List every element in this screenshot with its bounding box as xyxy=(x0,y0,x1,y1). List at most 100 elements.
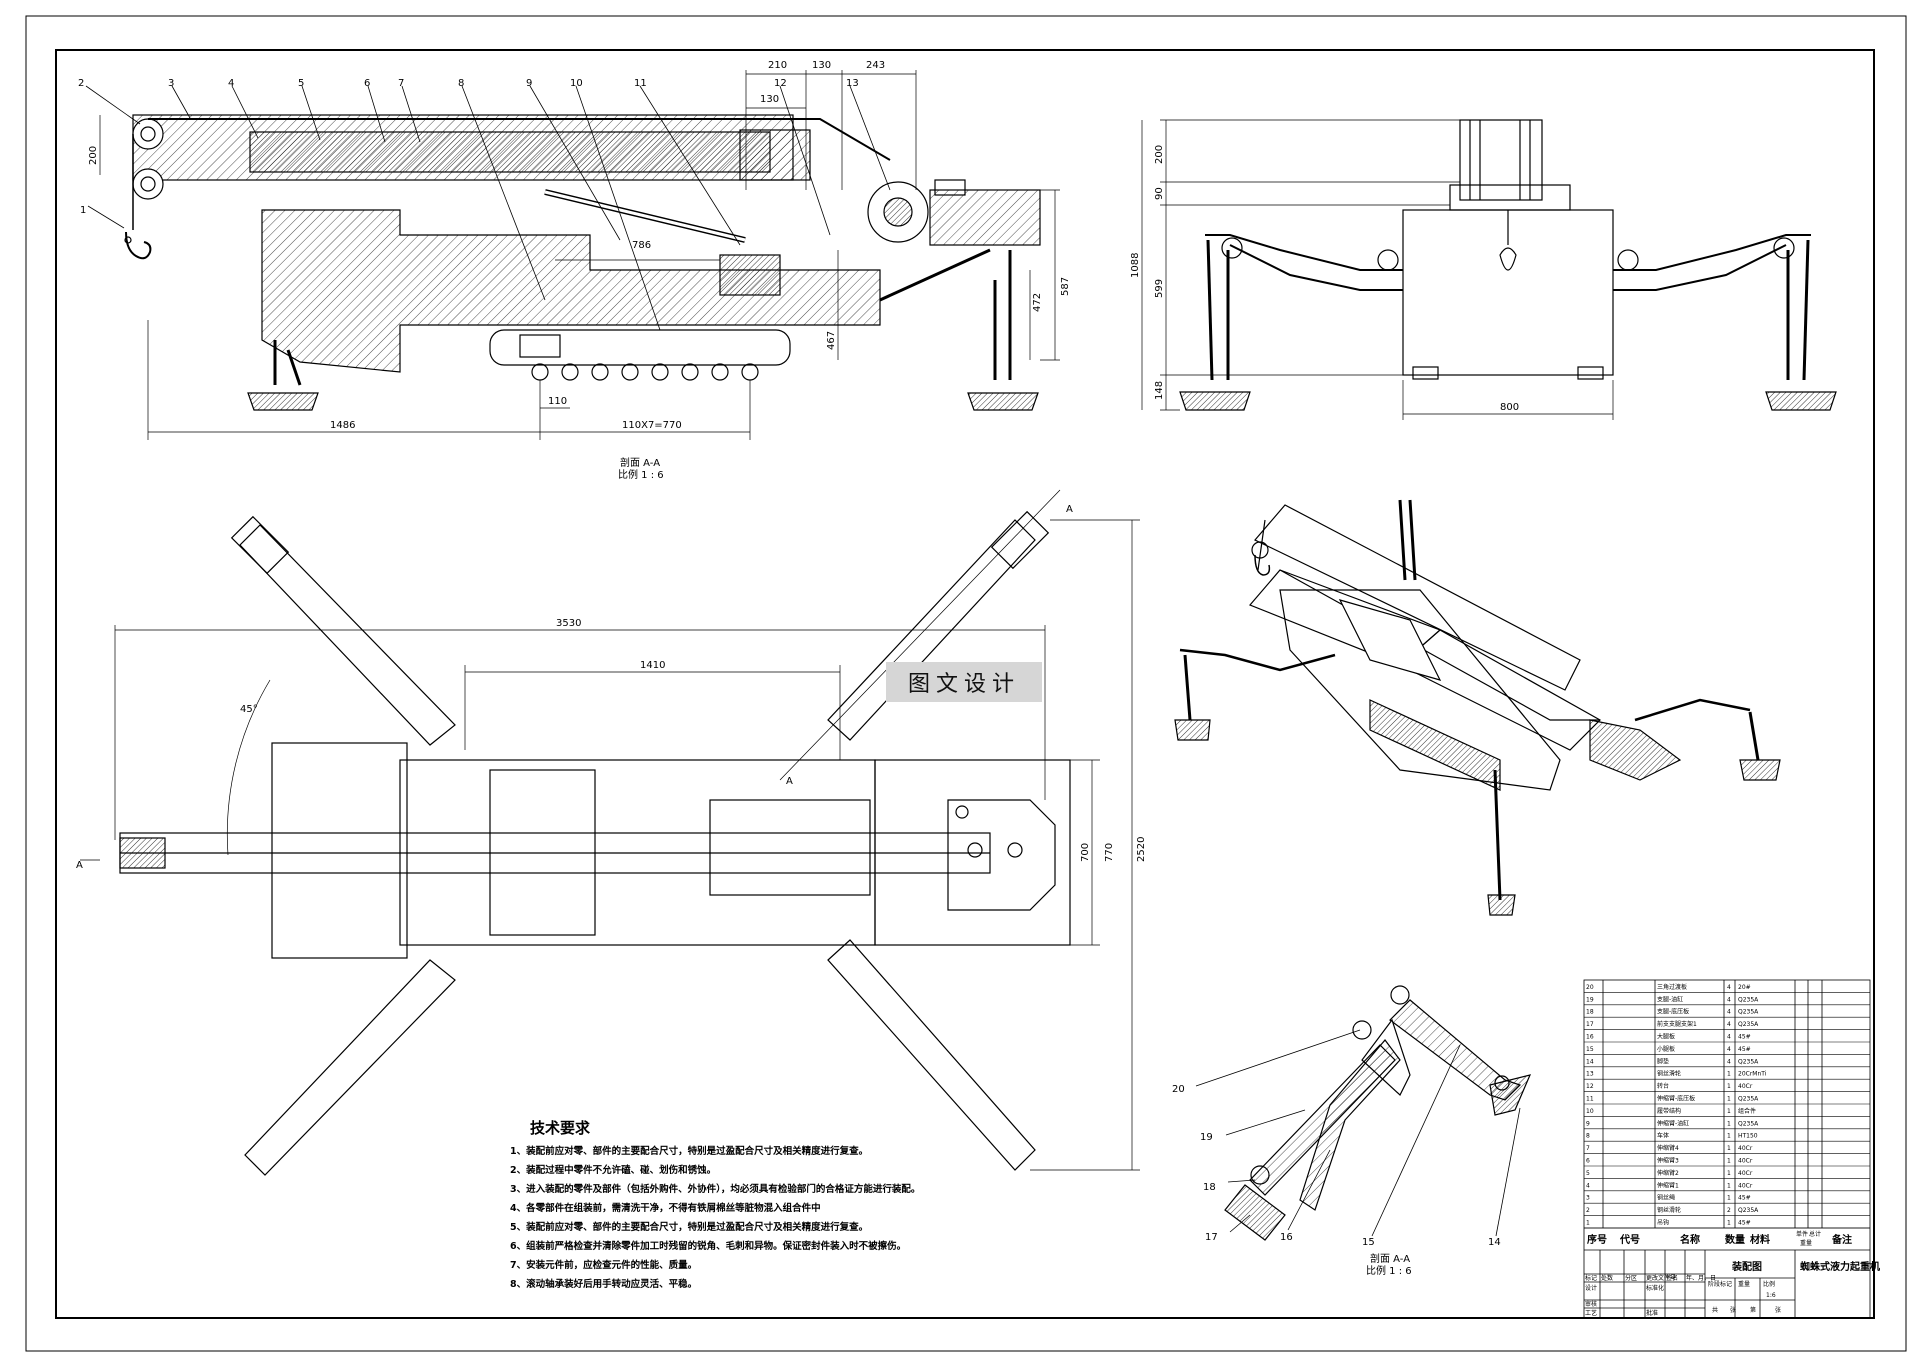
hdr-total: 总计 xyxy=(1809,1230,1821,1238)
front-dim-599: 599 xyxy=(1154,279,1165,298)
top-dim-3530: 3530 xyxy=(556,618,581,629)
tb-total-sheets: 共 xyxy=(1712,1306,1718,1314)
top-dim-700: 700 xyxy=(1080,843,1091,862)
table-cell-mat: Q235A xyxy=(1738,1058,1759,1065)
table-cell-qty: 1 xyxy=(1727,1220,1731,1227)
table-cell-name: 伸缩臂3 xyxy=(1657,1157,1679,1165)
table-cell-no: 19 xyxy=(1586,996,1594,1003)
table-cell-qty: 1 xyxy=(1727,1145,1731,1152)
pulley-top xyxy=(132,118,164,150)
table-cell-no: 9 xyxy=(1586,1120,1590,1127)
table-cell-mat: Q235A xyxy=(1738,1096,1759,1103)
table-cell-mat: HT150 xyxy=(1738,1133,1758,1140)
tb-date: 年、月、日 xyxy=(1686,1274,1716,1282)
table-cell-qty: 1 xyxy=(1727,1170,1731,1177)
section-a-view xyxy=(124,114,1041,411)
dim-243: 243 xyxy=(866,60,885,71)
table-cell-no: 1 xyxy=(1586,1220,1590,1227)
table-cell-no: 5 xyxy=(1586,1170,1590,1177)
dim-130-inner: 130 xyxy=(760,94,779,105)
callout-11: 11 xyxy=(634,78,647,89)
top-boom-tip xyxy=(119,837,166,869)
table-cell-qty: 4 xyxy=(1727,1034,1731,1041)
tb-review: 审核 xyxy=(1585,1300,1597,1308)
table-cell-mat: 40Cr xyxy=(1738,1158,1753,1165)
table-cell-mat: 45# xyxy=(1738,1195,1751,1202)
table-cell-mat: Q235A xyxy=(1738,996,1759,1003)
top-dim-45: 45° xyxy=(240,704,258,715)
table-cell-name: 支腿-油缸 xyxy=(1657,995,1683,1003)
section-a-dimensions xyxy=(99,70,1060,440)
section-mark-a3: A xyxy=(76,860,83,871)
dim-786: 786 xyxy=(632,240,651,251)
table-cell-qty: 4 xyxy=(1727,1021,1731,1028)
tb-ratio: 比例 xyxy=(1763,1280,1775,1288)
tb-sheet: 张 xyxy=(1730,1306,1736,1314)
iso-foot-left xyxy=(1174,719,1211,741)
callout-18: 18 xyxy=(1203,1182,1216,1193)
front-hook xyxy=(1499,247,1517,271)
iso-body xyxy=(1279,589,1561,791)
callout-1: 1 xyxy=(80,205,86,216)
top-body-left xyxy=(271,742,408,959)
table-cell-qty: 1 xyxy=(1727,1133,1731,1140)
outer-frame xyxy=(25,15,1907,1352)
table-cell-no: 8 xyxy=(1586,1133,1590,1140)
tech-req-6: 6、组装前严格检查并清除零件加工时残留的锐角、毛刺和异物。保证密封件装入时不被擦… xyxy=(510,1240,906,1252)
callout-14: 14 xyxy=(1488,1237,1501,1248)
table-cell-name: 大腿板 xyxy=(1657,1033,1675,1041)
dim-1486: 1486 xyxy=(330,420,355,431)
tech-req-1: 1、装配前应对零、部件的主要配合尺寸，特别是过盈配合尺寸及相关精度进行复查。 xyxy=(510,1145,868,1157)
tech-req-7: 7、安装元件前，应检查元件的性能、质量。 xyxy=(510,1259,697,1271)
top-view xyxy=(119,510,1071,1176)
callout-19: 19 xyxy=(1200,1132,1213,1143)
callout-7: 7 xyxy=(398,78,404,89)
track-wheels xyxy=(531,363,759,381)
top-dimensions xyxy=(80,489,1140,1171)
track xyxy=(489,329,791,366)
tb-stage: 阶段标记 xyxy=(1708,1280,1732,1288)
table-cell-mat: 20CrMnTi xyxy=(1738,1071,1767,1078)
table-cell-qty: 1 xyxy=(1727,1083,1731,1090)
wire-rope xyxy=(148,118,891,161)
table-cell-qty: 1 xyxy=(1727,1071,1731,1078)
front-foot-left xyxy=(1179,391,1251,411)
hdr-weight: 重量 xyxy=(1800,1239,1812,1247)
tb-process: 工艺 xyxy=(1585,1309,1597,1317)
table-cell-no: 18 xyxy=(1586,1009,1594,1016)
hook xyxy=(125,231,152,260)
table-cell-name: 伸缩臂-底压板 xyxy=(1657,1095,1695,1103)
tb-sheet-2: 张 xyxy=(1775,1306,1781,1314)
hdr-mat: 材料 xyxy=(1750,1233,1770,1246)
callout-12: 12 xyxy=(774,78,787,89)
callout-4: 4 xyxy=(228,78,234,89)
detail-base-bracket xyxy=(1224,1184,1286,1241)
tb-page: 第 xyxy=(1750,1306,1756,1314)
pulley-bottom xyxy=(132,168,164,200)
foot-pad-left xyxy=(247,392,319,411)
hdr-name: 名称 xyxy=(1680,1233,1700,1246)
table-cell-no: 4 xyxy=(1586,1182,1590,1189)
table-cell-no: 6 xyxy=(1586,1158,1590,1165)
front-dim-1088: 1088 xyxy=(1130,253,1141,278)
table-cell-qty: 1 xyxy=(1727,1158,1731,1165)
detail-callouts xyxy=(1195,1029,1521,1237)
callout-15: 15 xyxy=(1362,1237,1375,1248)
watermark: 图文设计 xyxy=(886,662,1042,702)
table-cell-no: 15 xyxy=(1586,1046,1594,1053)
table-cell-mat: 45# xyxy=(1738,1034,1751,1041)
inner-frame xyxy=(55,49,1875,1319)
dim-587: 587 xyxy=(1060,277,1071,296)
tech-req-title: 技术要求 xyxy=(530,1119,591,1137)
table-cell-name: 伸缩臂1 xyxy=(1657,1181,1679,1189)
table-cell-mat: 40Cr xyxy=(1738,1083,1753,1090)
table-cell-qty: 4 xyxy=(1727,984,1731,991)
table-cell-no: 17 xyxy=(1586,1021,1594,1028)
callout-16: 16 xyxy=(1280,1232,1293,1243)
callout-17: 17 xyxy=(1205,1232,1218,1243)
table-cell-qty: 4 xyxy=(1727,1046,1731,1053)
table-cell-no: 16 xyxy=(1586,1034,1594,1041)
dim-210: 210 xyxy=(768,60,787,71)
